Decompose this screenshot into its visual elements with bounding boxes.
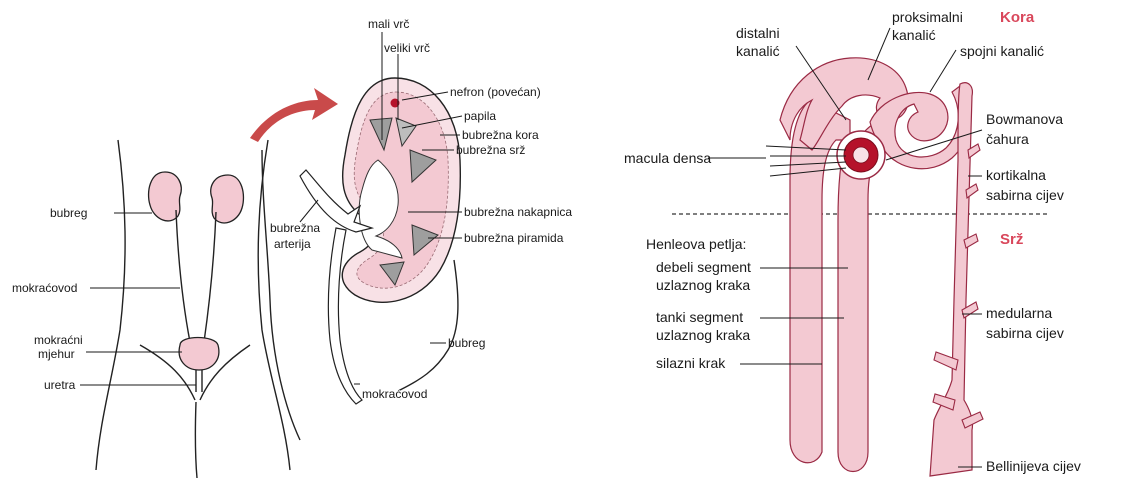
label-kortikalna-2: sabirna cijev	[986, 187, 1064, 203]
label-nefron: nefron (povećan)	[450, 85, 541, 99]
label-papila: papila	[464, 109, 496, 123]
kidney-cross-section: mali vrč veliki vrč nefron (povećan) pap…	[262, 17, 572, 440]
label-kora: bubrežna kora	[462, 128, 539, 142]
label-bubreg-right: bubreg	[448, 336, 485, 350]
zone-srz-label: Srž	[1000, 231, 1023, 248]
right-ureter	[204, 212, 216, 342]
body-outline-left	[96, 140, 125, 470]
label-proksimalni-2: kanalić	[892, 27, 936, 43]
label-arterija-2: arterija	[274, 237, 311, 251]
label-spojni: spojni kanalić	[960, 43, 1044, 59]
left-ureter	[176, 210, 190, 342]
label-medularna-1: medularna	[986, 305, 1052, 321]
urethra	[196, 370, 202, 392]
label-medularna-2: sabirna cijev	[986, 325, 1064, 341]
label-tanki-2: uzlaznog kraka	[656, 327, 750, 343]
label-mali-vrc: mali vrč	[368, 17, 409, 31]
label-bowman-2: čahura	[986, 131, 1029, 147]
label-distalni-1: distalni	[736, 25, 780, 41]
urinary-system-figure: bubreg mokraćovod mokraćni mjehur uretra	[12, 88, 338, 478]
zone-kora-label: Kora	[1000, 9, 1035, 26]
label-debeli-1: debeli segment	[656, 259, 751, 275]
label-distalni-2: kanalić	[736, 43, 780, 59]
label-veliki-vrc: veliki vrč	[384, 41, 430, 55]
label-mokracni: mokraćni	[34, 333, 83, 347]
label-bubreg-left: bubreg	[50, 206, 87, 220]
label-tanki-1: tanki segment	[656, 309, 743, 325]
label-macula-densa: macula densa	[624, 150, 711, 166]
glomerulus-core	[853, 147, 869, 163]
label-arterija-1: bubrežna	[270, 221, 320, 235]
label-mokracovod-right: mokraćovod	[362, 387, 427, 401]
label-debeli-2: uzlaznog kraka	[656, 277, 750, 293]
label-proksimalni-1: proksimalni	[892, 9, 963, 25]
label-bellini: Bellinijeva cijev	[986, 458, 1081, 474]
label-srz: bubrežna srž	[456, 143, 525, 157]
zoom-arrow	[250, 88, 338, 142]
nephron-figure: Kora Srž distalni kanalić proksimalni ka…	[624, 9, 1081, 476]
label-nakapnica: bubrežna nakapnica	[464, 205, 572, 219]
label-uretra: uretra	[44, 378, 76, 392]
bladder-shape	[179, 338, 219, 371]
right-body-outline-1	[262, 150, 300, 440]
label-mjehur: mjehur	[38, 347, 75, 361]
label-kortikalna-1: kortikalna	[986, 167, 1046, 183]
label-henle-title: Henleova petlja:	[646, 236, 746, 252]
label-bowman-1: Bowmanova	[986, 111, 1063, 127]
label-mokracovod-left: mokraćovod	[12, 281, 77, 295]
label-silazni: silazni krak	[656, 355, 726, 371]
label-piramida: bubrežna piramida	[464, 231, 564, 245]
